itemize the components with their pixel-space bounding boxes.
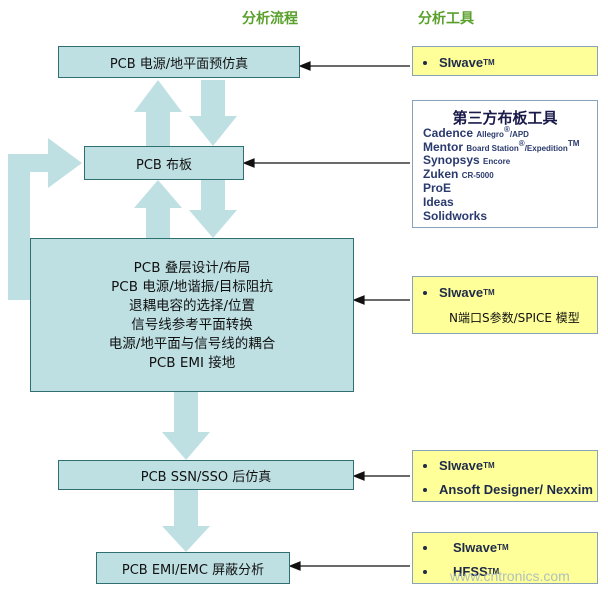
bullet-icon [423,545,427,550]
spice-model-label: N端口S参数/SPICE 模型 [449,311,580,325]
trademark-mark: TM [497,543,509,552]
bullet-icon [423,463,427,468]
stackup-line-3: 退耦电容的选择/位置 [128,297,256,314]
registered-mark: ® [518,139,525,148]
stackup-line-5: 电源/地平面与信号线的耦合 [108,335,276,352]
third-party-proe: ProE [423,181,452,195]
flow-step-pre-simulation: PCB 电源/地平面预仿真 [58,46,300,78]
encore-label: Encore [483,157,511,166]
tool-siwave-name: SIwave [439,55,484,70]
tool-arrows [242,61,410,571]
tool-siwave-name: SIwave [439,458,484,473]
expedition-label: /Expedition [524,144,568,153]
feedback-loop-arrow [8,138,82,300]
flow-step-stackup-design: PCB 叠层设计/布局 PCB 电源/地谐振/目标阻抗 退耦电容的选择/位置 信… [30,238,354,392]
up-arrow-step2-to-step1 [134,80,182,146]
bullet-icon [423,487,427,492]
down-arrow-step3-to-step4 [162,392,210,460]
trademark-mark: TM [483,58,495,67]
tool-designer-name: Ansoft Designer/ Nexxim [439,482,593,497]
down-arrow-step1-to-step2 [189,80,237,146]
flow-header: 分析流程 [242,11,298,27]
flow-step-emi-emc-analysis: PCB EMI/EMC 屏蔽分析 [96,552,290,584]
flow-step-layout-label: PCB 布板 [136,157,192,173]
synopsys-label: Synopsys [423,153,480,167]
registered-mark: ® [503,125,510,134]
bullet-icon [423,60,427,65]
stackup-line-2: PCB 电源/地谐振/目标阻抗 [111,278,273,295]
stackup-line-4: 信号线参考平面转换 [131,316,253,333]
stackup-line-1: PCB 叠层设计/布局 [133,259,251,276]
third-party-title: 第三方布板工具 [452,109,558,127]
bullet-icon [423,290,427,295]
flow-step-pre-simulation-label: PCB 电源/地平面预仿真 [109,56,249,72]
trademark-mark: TM [567,139,580,148]
third-party-ideas: Ideas [423,195,454,209]
mentor-label: Mentor [423,140,463,154]
flow-step-post-simulation-label: PCB SSN/SSO 后仿真 [140,469,272,485]
third-party-solidworks: Solidworks [423,209,488,223]
third-party-mentor: Mentor Board Station®/ExpeditionTM [423,139,579,154]
third-party-cadence: Cadence Allegro®/APD [423,125,529,140]
tool-siwave-name: SIwave [439,285,484,300]
trademark-mark: TM [483,288,495,297]
allegro-label: Allegro [476,130,504,139]
cr5000-label: CR-5000 [461,171,494,180]
third-party-synopsys: Synopsys Encore [423,153,510,167]
down-arrow-step4-to-step5 [162,490,210,552]
third-party-zuken: Zuken CR-5000 [423,167,494,181]
flow-step-layout: PCB 布板 [84,146,244,180]
tools-header: 分析工具 [418,11,474,27]
tool-hfss-name: HFSS [453,564,488,579]
cadence-label: Cadence [423,126,474,140]
bullet-icon [423,569,427,574]
watermark-text: www.cntronics.com [450,568,570,584]
flow-step-emi-emc-analysis-label: PCB EMI/EMC 屏蔽分析 [121,562,265,578]
flow-step-post-simulation: PCB SSN/SSO 后仿真 [58,460,354,490]
down-arrow-step2-to-step3 [189,180,237,238]
zuken-label: Zuken [423,167,459,181]
stackup-line-6: PCB EMI 接地 [148,354,236,371]
board-station-label: Board Station [466,144,519,153]
trademark-mark: TM [487,567,500,576]
tool-siwave-name: SIwave [453,540,498,555]
up-arrow-step3-to-step2 [134,180,182,238]
trademark-mark: TM [483,461,495,470]
apd-label: /APD [509,130,529,139]
tool-box-third-party: 第三方布板工具 Cadence Allegro®/APD Mentor Boar… [412,100,598,228]
